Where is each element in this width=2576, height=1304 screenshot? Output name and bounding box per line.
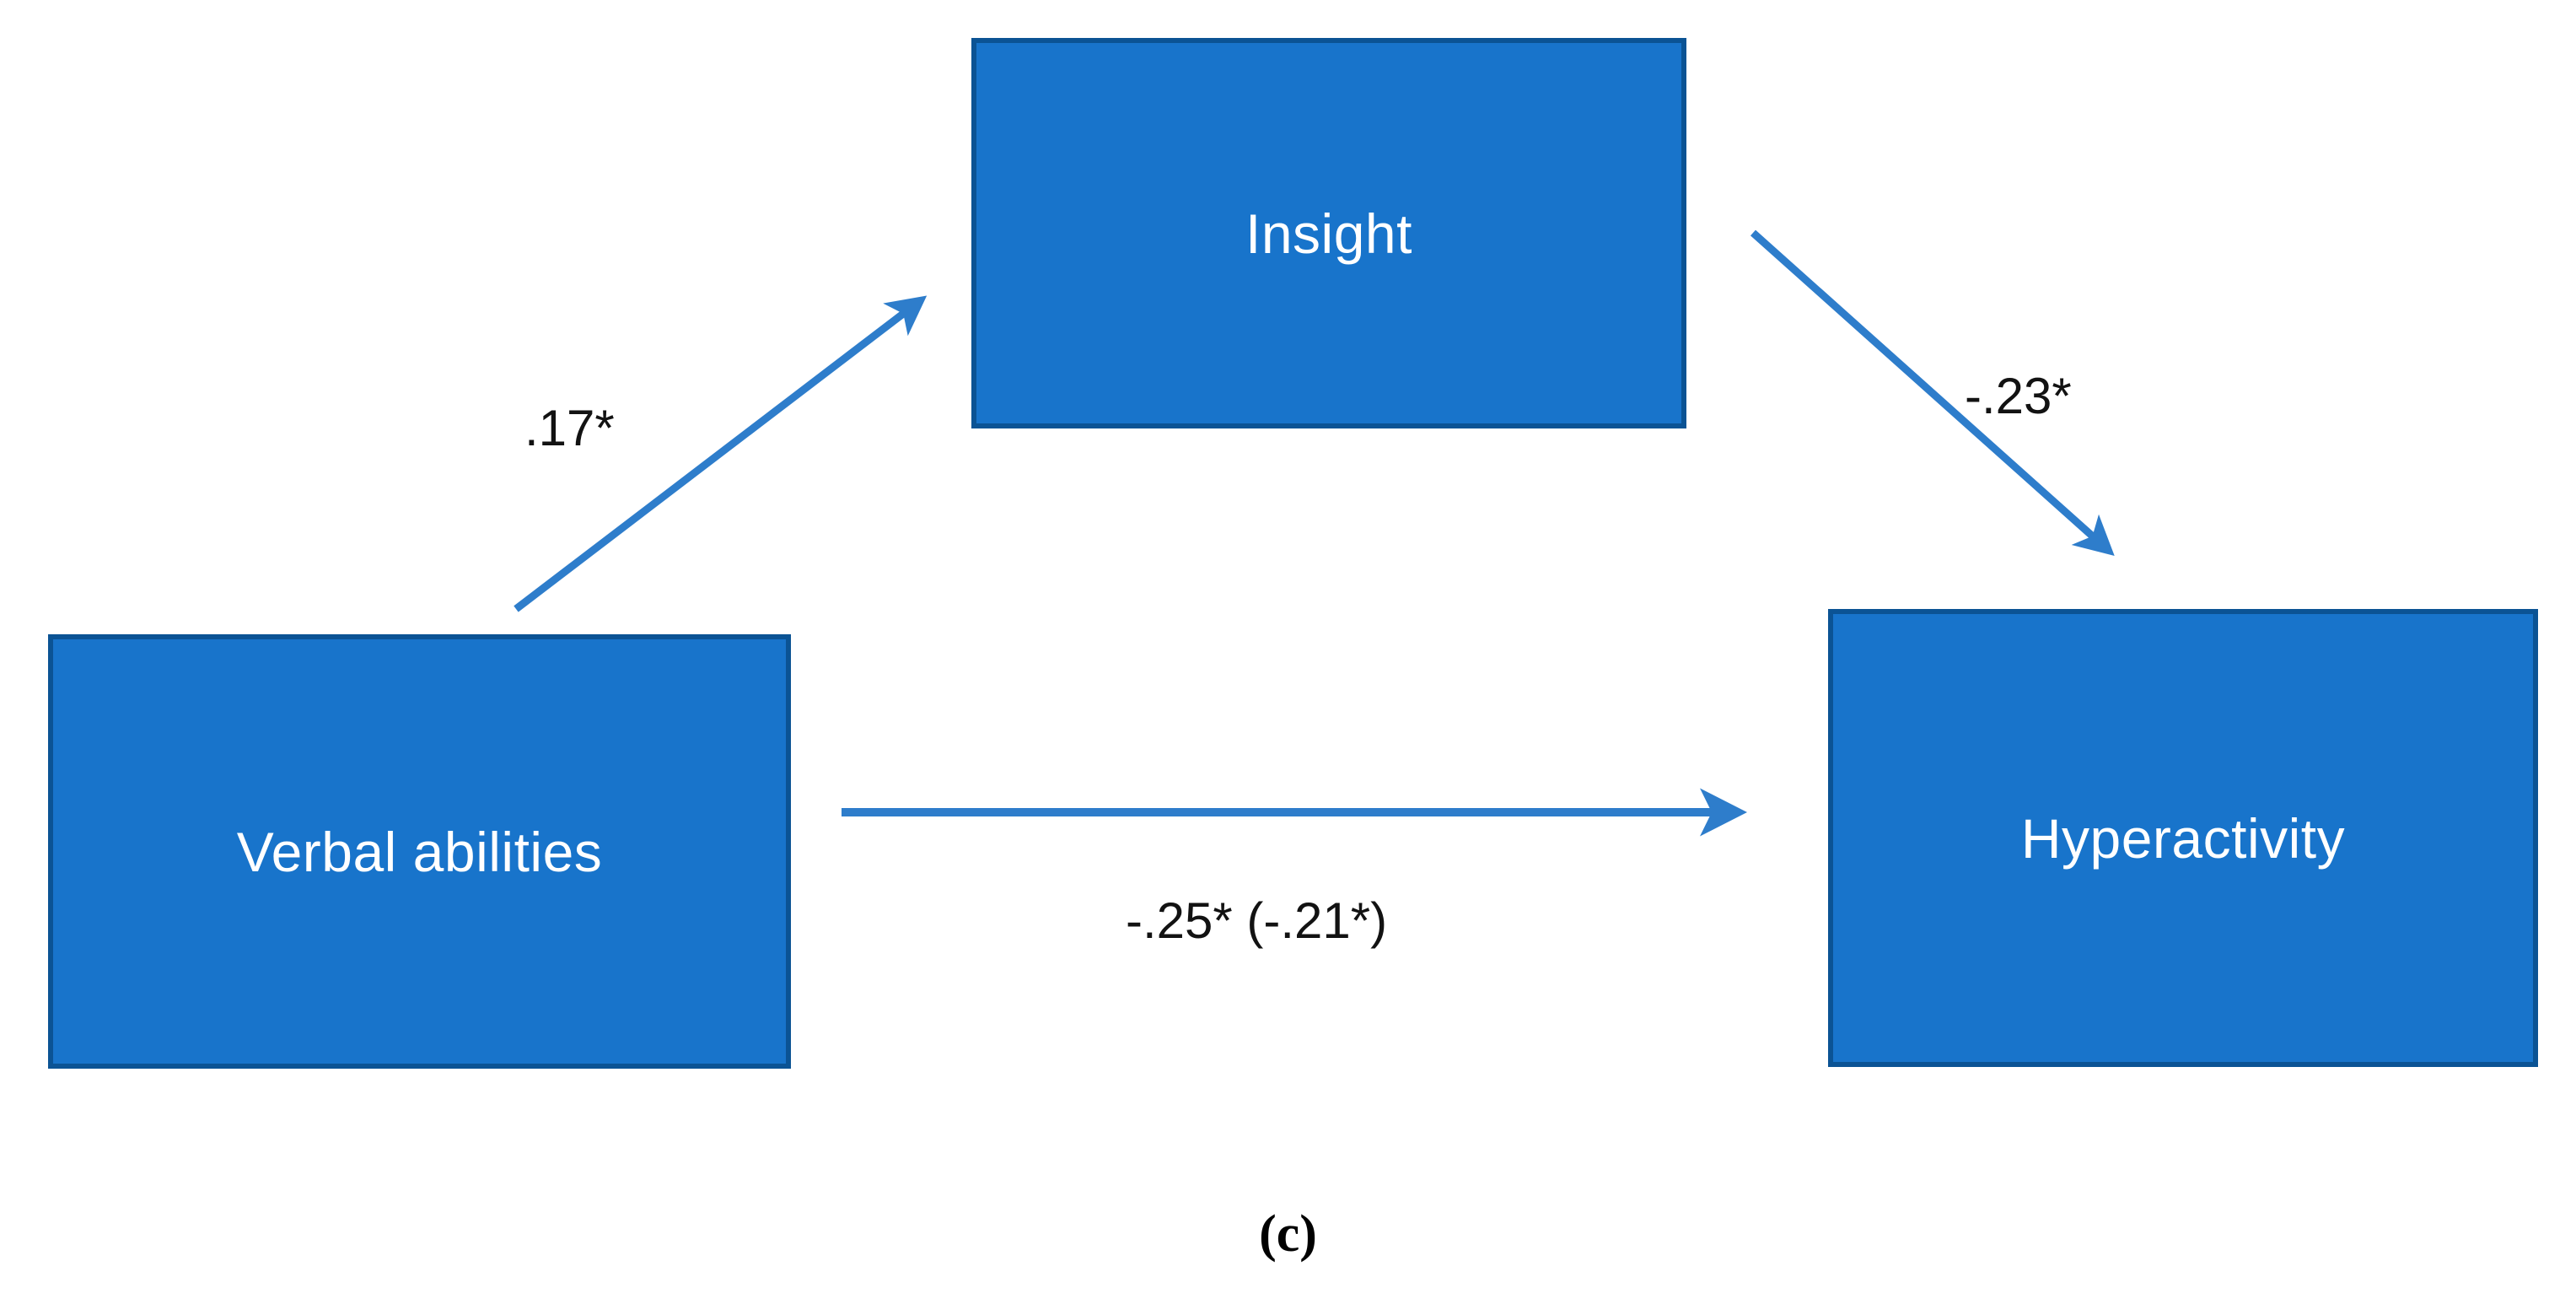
path-label-verbal-to-hyperactivity: -.25* (-.21*): [1126, 892, 1388, 949]
node-verbal-abilities-label: Verbal abilities: [236, 820, 603, 883]
figure-caption: (c): [1259, 1205, 1317, 1263]
node-hyperactivity[interactable]: Hyperactivity: [1828, 609, 2538, 1067]
path-label-verbal-to-insight: .17*: [524, 400, 615, 456]
node-verbal-abilities[interactable]: Verbal abilities: [48, 634, 791, 1069]
node-insight-label: Insight: [1245, 202, 1412, 265]
node-hyperactivity-label: Hyperactivity: [2020, 806, 2346, 870]
path-label-insight-to-hyperactivity: -.23*: [1965, 368, 2072, 424]
node-insight[interactable]: Insight: [971, 38, 1686, 428]
